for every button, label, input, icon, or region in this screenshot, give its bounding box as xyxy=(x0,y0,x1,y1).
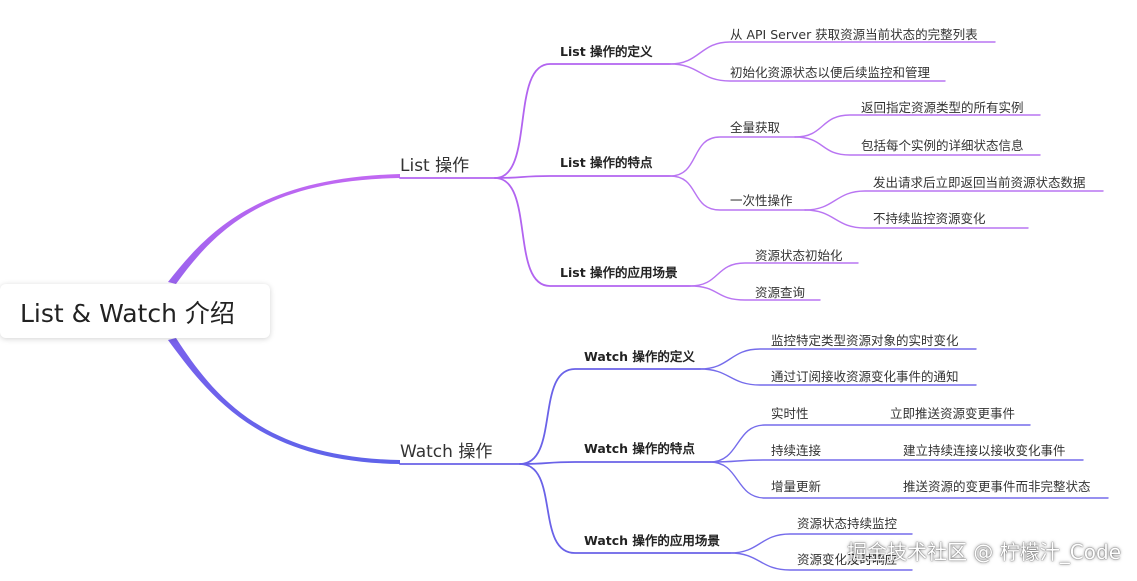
node-watch-scenarios[interactable]: Watch 操作的应用场景 xyxy=(584,533,720,548)
node-watch-operation[interactable]: Watch 操作 xyxy=(400,442,493,462)
node-list-definition[interactable]: List 操作的定义 xyxy=(560,44,653,59)
watermark: 掘金技术社区 @ 柠檬汁_Code xyxy=(847,540,1121,564)
node-watch-incremental[interactable]: 增量更新 xyxy=(771,479,822,494)
node-watch-scenario-item[interactable]: 资源状态持续监控 xyxy=(797,516,898,531)
node-watch-realtime[interactable]: 实时性 xyxy=(771,406,809,421)
node-list-oneshot[interactable]: 一次性操作 xyxy=(730,193,793,208)
node-watch-incremental-item[interactable]: 推送资源的变更事件而非完整状态 xyxy=(903,479,1091,494)
node-list-operation[interactable]: List 操作 xyxy=(400,156,470,176)
node-list-full-fetch[interactable]: 全量获取 xyxy=(730,120,781,135)
node-list-scenarios[interactable]: List 操作的应用场景 xyxy=(560,265,678,280)
node-list-oneshot-item[interactable]: 发出请求后立即返回当前资源状态数据 xyxy=(873,175,1086,190)
node-list-full-item[interactable]: 包括每个实例的详细状态信息 xyxy=(861,138,1024,153)
node-watch-features[interactable]: Watch 操作的特点 xyxy=(584,441,695,456)
node-list-features[interactable]: List 操作的特点 xyxy=(560,155,653,170)
node-watch-scenario-item[interactable]: 资源变化及时响应 xyxy=(797,552,898,567)
node-list-def-item[interactable]: 从 API Server 获取资源当前状态的完整列表 xyxy=(730,27,978,42)
node-watch-def-item[interactable]: 监控特定类型资源对象的实时变化 xyxy=(771,333,959,348)
node-list-scenario-item[interactable]: 资源查询 xyxy=(755,285,806,300)
node-watch-persistent-item[interactable]: 建立持续连接以接收变化事件 xyxy=(903,443,1066,458)
root-title: List & Watch 介绍 xyxy=(20,299,235,328)
edge-root-watch xyxy=(168,338,400,464)
node-list-oneshot-item[interactable]: 不持续监控资源变化 xyxy=(873,211,986,226)
root-node[interactable] xyxy=(0,284,270,338)
node-watch-persistent[interactable]: 持续连接 xyxy=(771,443,822,458)
node-watch-definition[interactable]: Watch 操作的定义 xyxy=(584,349,695,364)
edge-root-list xyxy=(168,174,400,284)
node-list-def-item[interactable]: 初始化资源状态以便后续监控和管理 xyxy=(730,65,931,80)
node-watch-realtime-item[interactable]: 立即推送资源变更事件 xyxy=(890,406,1016,421)
node-list-scenario-item[interactable]: 资源状态初始化 xyxy=(755,248,843,263)
node-list-full-item[interactable]: 返回指定资源类型的所有实例 xyxy=(861,100,1024,115)
node-watch-def-item[interactable]: 通过订阅接收资源变化事件的通知 xyxy=(771,369,959,384)
